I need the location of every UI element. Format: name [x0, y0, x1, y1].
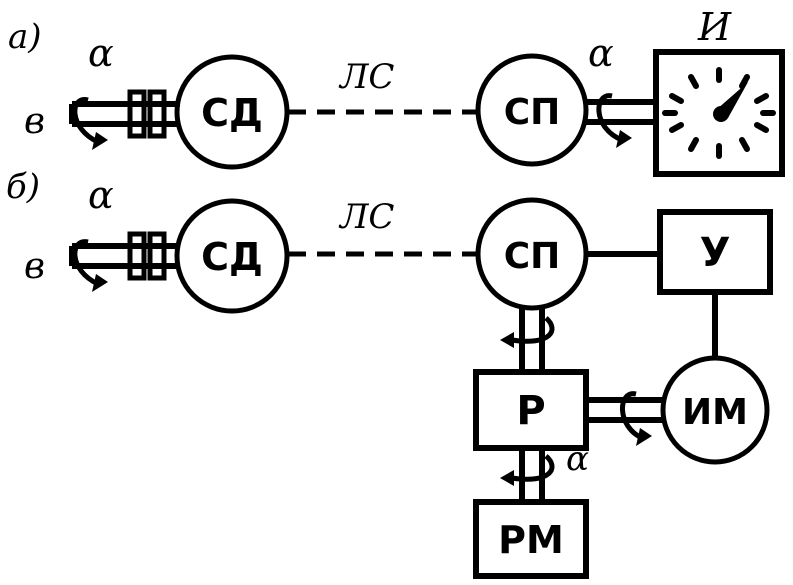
part-a-link-label: ЛС — [338, 57, 394, 97]
part-b: б) в α СД ЛС СП У ИМ — [6, 167, 773, 579]
part-a-rotation-arrow-out — [596, 93, 632, 148]
part-a-input-shaft — [69, 89, 180, 139]
part-b-label: б) — [6, 167, 40, 207]
part-b-mechanism-label: РМ — [498, 518, 564, 562]
part-b-link-label: ЛС — [338, 197, 394, 237]
part-b-rotation-arrow-in — [72, 239, 108, 292]
part-b-rotation-arrow-motor — [620, 391, 652, 446]
part-b-rotation-arrow-receiver — [500, 316, 555, 348]
part-a-sensor-label: СД — [201, 91, 263, 135]
part-b-angle-in: α — [88, 173, 114, 217]
part-a-label: а) — [8, 17, 42, 57]
part-a-receiver-circle — [475, 53, 589, 167]
part-b-input-label: в — [24, 246, 45, 287]
part-b-motor-label: ИМ — [682, 392, 748, 433]
part-a: а) в α СД ЛС СП — [8, 5, 785, 177]
part-b-input-shaft — [69, 231, 180, 281]
part-a-sensor-circle — [174, 54, 290, 170]
part-a-rotation-arrow-in — [72, 97, 108, 150]
part-a-input-label: в — [24, 101, 45, 142]
part-a-angle-out: α — [588, 31, 614, 75]
part-b-angle-out: α — [566, 439, 589, 479]
part-b-mechanism-box — [473, 499, 589, 579]
part-b-motor-circle — [660, 355, 770, 465]
part-b-shaft-reducer-mechanism — [519, 448, 545, 502]
part-b-amplifier-label: У — [700, 230, 731, 276]
part-b-receiver-label: СП — [504, 236, 561, 277]
part-b-reducer-box — [473, 369, 589, 451]
part-a-indicator-dial — [653, 49, 785, 177]
part-a-indicator-label: И — [697, 5, 732, 49]
part-b-reducer-label: Р — [516, 388, 545, 434]
part-b-sensor-circle — [174, 198, 290, 314]
part-a-angle-in: α — [88, 31, 114, 75]
part-b-rotation-arrow-output — [500, 454, 555, 486]
part-a-receiver-label: СП — [504, 92, 561, 133]
part-b-sensor-label: СД — [201, 235, 263, 279]
